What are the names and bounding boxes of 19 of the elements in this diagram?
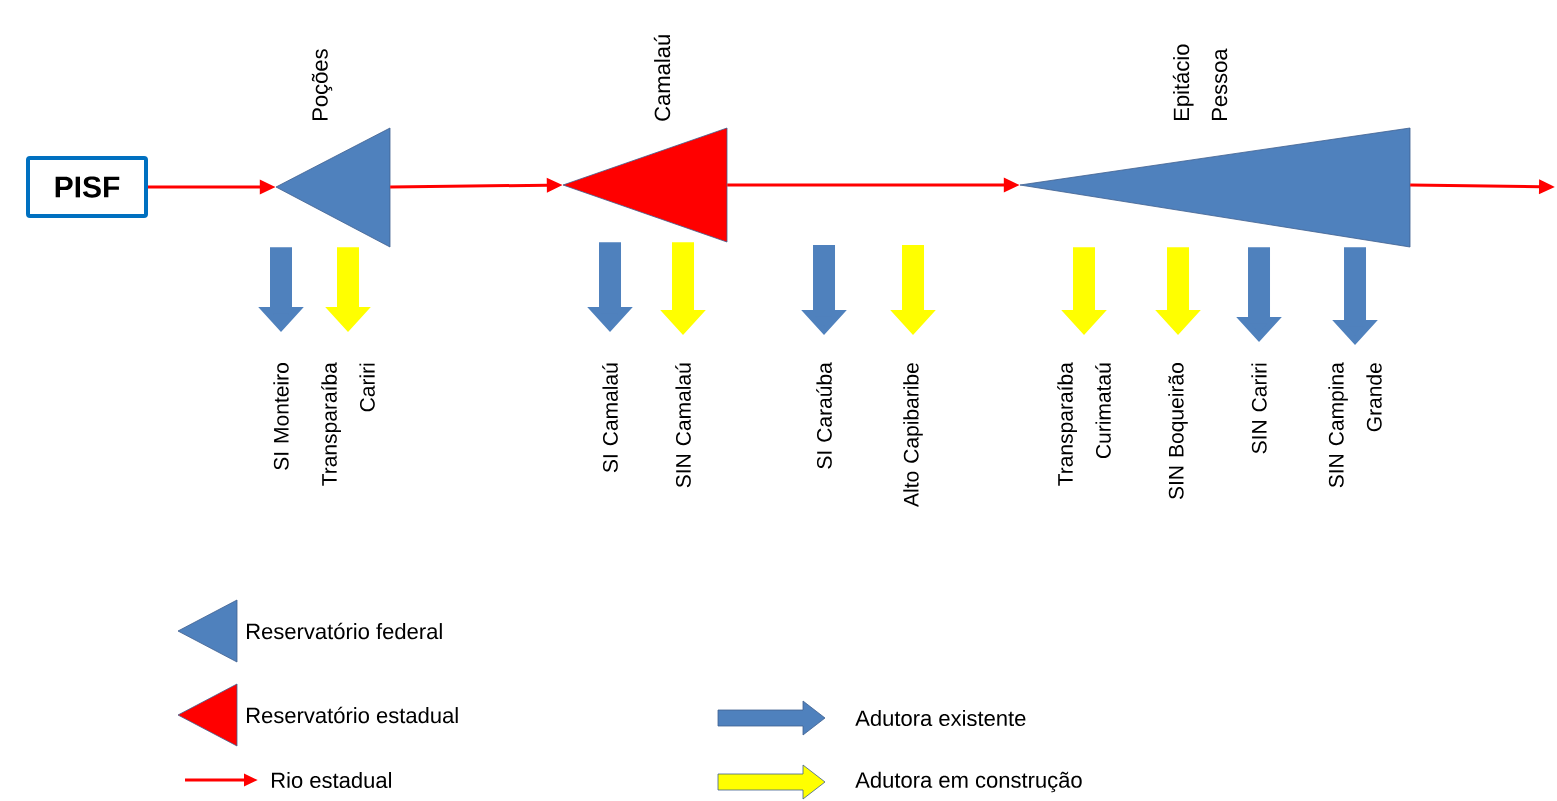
source-box: PISF bbox=[26, 156, 148, 218]
legend-label: Adutora existente bbox=[855, 709, 1026, 727]
legend-label: Rio estadual bbox=[272, 771, 391, 789]
legend-label: Adutora em construção bbox=[855, 771, 1082, 793]
outlet-label: SI Camalaú bbox=[602, 363, 618, 473]
reservoir-name: Epitácio Pessoa bbox=[1172, 44, 1228, 120]
outlet-label: Transparaíba Cariri bbox=[321, 362, 375, 486]
outlet-label: SI Monteiro bbox=[273, 363, 289, 470]
outlet-label: SIN Campina Grande bbox=[1328, 362, 1382, 488]
reservoir-name: Poções bbox=[311, 49, 333, 120]
outlet-label: SI Caraúba bbox=[816, 362, 832, 469]
outlet-label: SIN Boqueirão bbox=[1168, 363, 1188, 499]
legend-label: Reservatório estadual bbox=[247, 706, 458, 724]
outlet-label: Alto Capibaribe bbox=[903, 363, 923, 507]
outlet-label: SIN Cariri bbox=[1251, 363, 1267, 454]
reservoir-name: Camalaú bbox=[653, 35, 671, 121]
outlet-label: SIN Camalaú bbox=[675, 363, 691, 488]
legend-label: Reservatório federal bbox=[247, 622, 442, 640]
outlet-label: Transparaíba Curimataú bbox=[1057, 362, 1111, 486]
